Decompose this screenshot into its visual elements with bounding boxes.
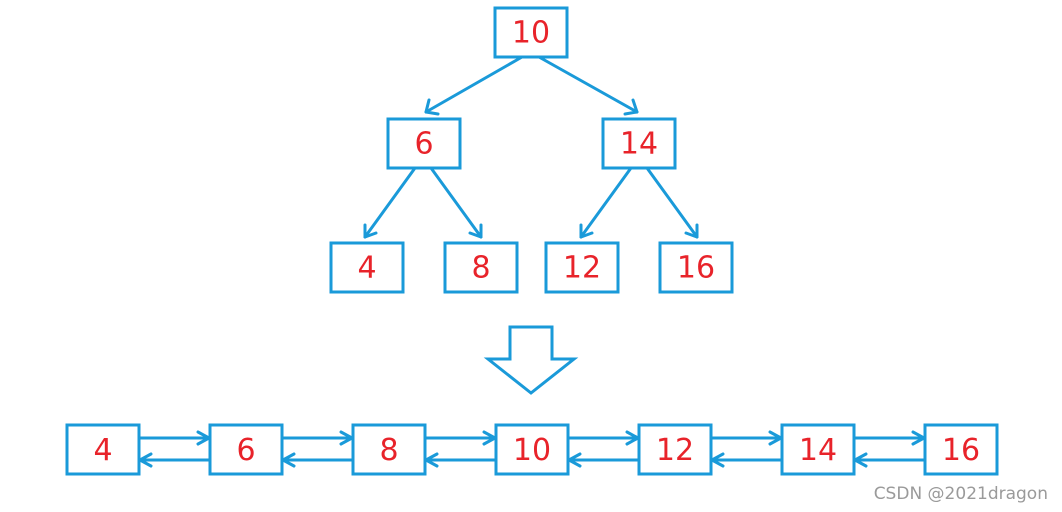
list-node-label: 8 (379, 433, 398, 468)
tree-node-label: 6 (414, 127, 433, 162)
list-node-label: 14 (799, 433, 837, 468)
watermark-text: CSDN @2021dragon (873, 484, 1048, 504)
list-node: 14 (780, 423, 856, 476)
tree-node-leaf-1: 4 (329, 241, 405, 294)
tree-node-box (544, 241, 620, 294)
tree-node-label: 10 (512, 16, 550, 51)
tree-node-box (493, 6, 569, 59)
tree-node-box (443, 241, 519, 294)
tree-node-box (658, 241, 734, 294)
edge-10-14 (537, 55, 639, 114)
list-node-box (351, 423, 427, 476)
edge-14-12 (579, 166, 633, 239)
prev-pointer-arrowhead (281, 452, 296, 468)
tree-edges (363, 55, 699, 239)
list-node-label: 10 (513, 433, 551, 468)
prev-pointer-arrowhead (853, 452, 868, 468)
arrowhead-10-14 (623, 98, 639, 116)
edge-6-4 (363, 166, 417, 239)
list-node-label: 4 (93, 433, 112, 468)
arrowhead-6-8 (468, 223, 483, 239)
list-node-box (923, 423, 999, 476)
tree-node-box (329, 241, 405, 294)
tree-node-leaf-4: 16 (658, 241, 734, 294)
list-node: 16 (923, 423, 999, 476)
list-node-label: 12 (656, 433, 694, 468)
edge-10-6 (424, 55, 524, 114)
tree-node-label: 8 (471, 251, 490, 286)
tree-node-label: 12 (563, 251, 601, 286)
prev-pointer-arrowhead (424, 452, 439, 468)
tree-node-leaf-3: 12 (544, 241, 620, 294)
list-node-box (494, 423, 570, 476)
transform-down-arrow (483, 325, 579, 395)
list-node: 10 (494, 423, 570, 476)
arrowhead-14-12 (579, 223, 594, 239)
doubly-linked-list: 4 6 8 10 12 14 16 (65, 423, 999, 476)
arrowhead-10-6 (424, 98, 440, 116)
tree-node-right: 14 (601, 117, 677, 170)
tree-node-label: 14 (620, 127, 658, 162)
prev-pointer-arrowhead (138, 452, 153, 468)
list-node-box (65, 423, 141, 476)
arrowhead-14-16 (684, 223, 699, 239)
tree-node-box (386, 117, 462, 170)
list-node: 6 (208, 423, 284, 476)
list-node-box (637, 423, 713, 476)
arrowhead-6-4 (363, 223, 378, 239)
list-node: 8 (351, 423, 427, 476)
list-node-label: 16 (942, 433, 980, 468)
edge-6-8 (429, 166, 483, 239)
tree-node-leaf-2: 8 (443, 241, 519, 294)
tree-node-left: 6 (386, 117, 462, 170)
prev-pointer-arrowhead (567, 452, 582, 468)
prev-pointer-arrowhead (710, 452, 725, 468)
list-node: 12 (637, 423, 713, 476)
tree-node-box (601, 117, 677, 170)
tree-node-root: 10 (493, 6, 569, 59)
list-node-box (780, 423, 856, 476)
tree-node-label: 16 (677, 251, 715, 286)
tree-node-label: 4 (357, 251, 376, 286)
list-node: 4 (65, 423, 141, 476)
edge-14-16 (645, 166, 699, 239)
list-node-box (208, 423, 284, 476)
list-node-label: 6 (236, 433, 255, 468)
